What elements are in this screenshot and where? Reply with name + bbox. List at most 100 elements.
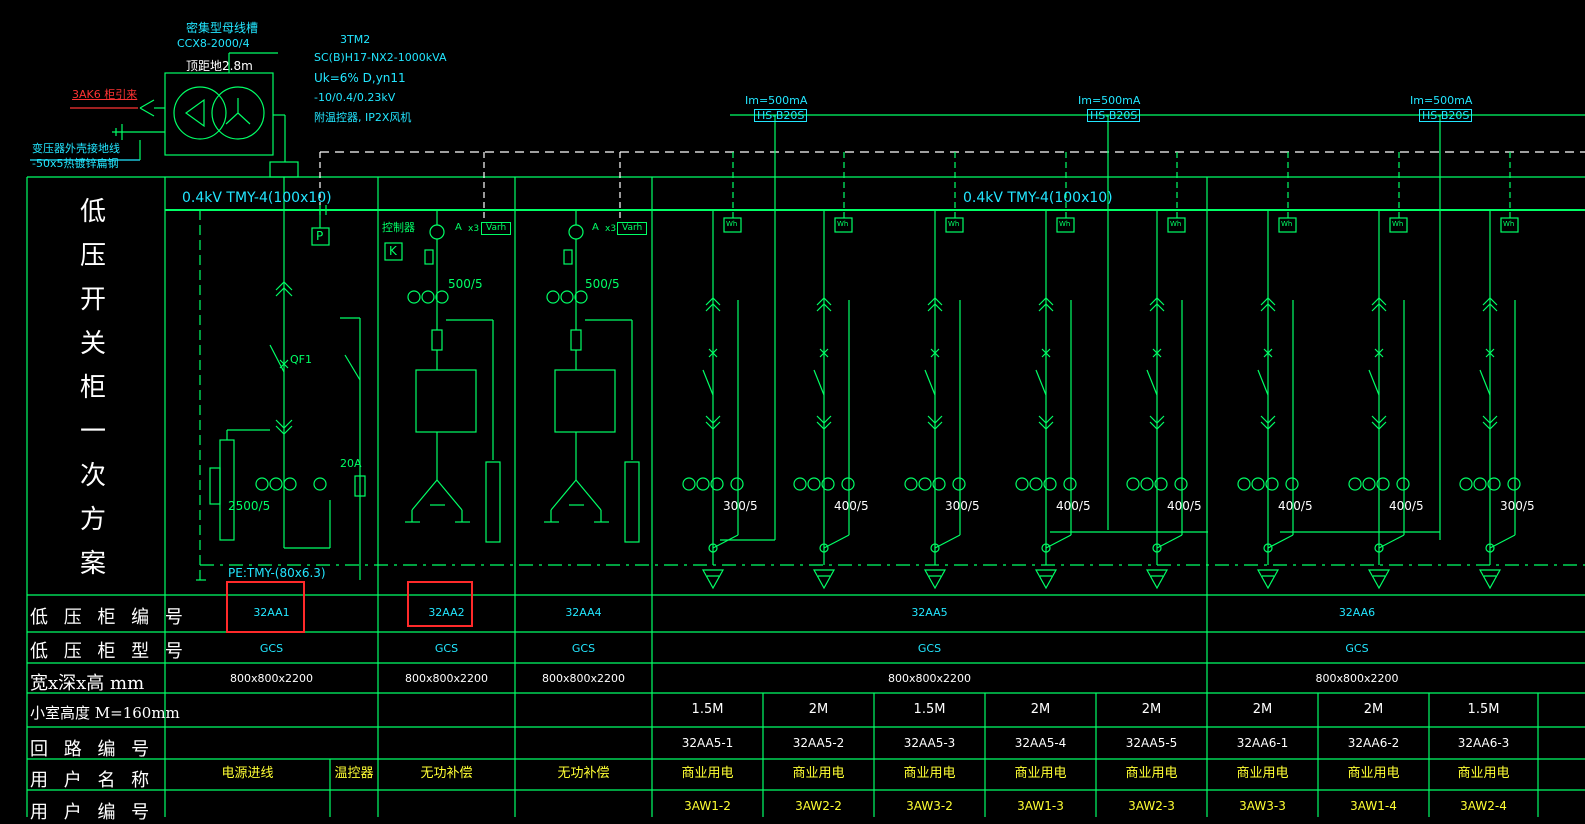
cabinet-id-cell[interactable]: 32AA2 [428,606,465,619]
room-height-cell[interactable]: 1.5M [913,702,946,717]
wh-meter-label: Wh [726,220,738,228]
user-code-cell[interactable]: 3AW2-4 [1460,799,1507,813]
circuit-id-cell[interactable]: 32AA5-5 [1125,736,1178,750]
wh-meter-label: Wh [837,220,849,228]
distance-label: 顶距地2.8m [186,59,253,73]
cabinet-id-cell[interactable]: 32AA4 [565,606,602,619]
title-char: 压 [79,241,106,271]
cabinet-type-cell[interactable]: GCS [434,642,459,655]
rcd-im-2: Im=500mA [1078,94,1141,107]
busbar-right-label: 0.4kV TMY-4(100x10) [963,190,1113,206]
wh-meter-label: Wh [1503,220,1515,228]
fuse-label: 20A [340,457,362,470]
circuit-id-cell[interactable]: 32AA5-1 [681,736,734,750]
feeder-circuit [1126,152,1188,590]
title-char: 柜 [79,373,106,403]
user-name-cell[interactable]: 无功补偿 [557,766,610,781]
varh-meter-2: Varh [617,222,648,235]
user-name-cell[interactable]: 商业用电 [1014,766,1067,781]
user-code-cell[interactable]: 3AW3-3 [1239,799,1286,813]
user-code-cell[interactable]: 3AW3-2 [906,799,953,813]
title-char: 案 [79,549,106,579]
room-height-cell[interactable]: 2M [1030,702,1051,717]
cabinet-id-cell[interactable]: 32AA6 [1338,606,1376,619]
room-height-cell[interactable]: 1.5M [691,702,724,717]
row-label-cabinet-id: 低 压 柜 编 号 [30,607,188,628]
circuit-id-cell[interactable]: 32AA5-2 [792,736,845,750]
circuit-id-cell[interactable]: 32AA5-4 [1014,736,1067,750]
cabinet-type-cell[interactable]: GCS [571,642,596,655]
user-name-cell[interactable]: 商业用电 [1125,766,1178,781]
user-name-cell[interactable]: 无功补偿 [420,766,473,781]
cabinet-id-cell[interactable]: 32AA5 [911,606,948,619]
dimension-cell[interactable]: 800x800x2200 [887,672,971,685]
circuit-id-cell[interactable]: 32AA6-3 [1457,736,1510,750]
rcd-im-3: Im=500mA [1410,94,1473,107]
row-label-cabinet-type: 低 压 柜 型 号 [30,641,188,662]
dimension-cell[interactable]: 800x800x2200 [541,672,625,685]
room-height-cell[interactable]: 2M [1141,702,1162,717]
busway-model-label: CCX8-2000/4 [177,37,250,50]
cabinet-type-cell[interactable]: GCS [259,642,284,655]
user-name-cell[interactable]: 温控器 [334,766,374,781]
feeder-circuit [1459,152,1521,590]
row-label-user-code: 用 户 编 号 [30,802,155,823]
user-code-cell[interactable]: 3AW1-3 [1017,799,1064,813]
circuit-id-cell[interactable]: 32AA5-3 [903,736,956,750]
cabinet-id-cell[interactable]: 32AA1 [253,606,290,619]
feeder-ct-ratio: 300/5 [723,499,758,513]
title-char: 一 [79,417,106,447]
feeder-circuit [682,152,744,590]
room-height-cell[interactable]: 2M [1252,702,1273,717]
room-height-cell[interactable]: 1.5M [1467,702,1500,717]
circuit-id-cell[interactable]: 32AA6-2 [1347,736,1400,750]
highlight-box-32AA1 [226,581,305,633]
user-name-cell[interactable]: 商业用电 [903,766,956,781]
title-char: 开 [79,285,106,315]
dimension-cell[interactable]: 800x800x2200 [1315,672,1399,685]
transformer-model: SC(B)H17-NX2-1000kVA [314,51,447,64]
dimension-cell[interactable]: 800x800x2200 [404,672,488,685]
busway-name-label: 密集型母线槽 [186,21,259,35]
cabinet-type-cell[interactable]: GCS [917,642,942,655]
user-name-cell[interactable]: 商业用电 [1347,766,1400,781]
panel-title-vertical: 低 压 开 关 柜 一 次 方 案 [78,190,108,586]
ct-main-label: 2500/5 [228,499,271,513]
room-height-cell[interactable]: 2M [808,702,829,717]
user-name-cell[interactable]: 商业用电 [1236,766,1289,781]
rcd-model-1: HS-B20S [754,109,808,122]
user-name-cell[interactable]: 商业用电 [1457,766,1510,781]
wh-meter-label: Wh [1281,220,1293,228]
room-height-cell[interactable]: 2M [1363,702,1384,717]
rcd-model-2: HS-B20S [1087,109,1141,122]
user-name-cell[interactable]: 商业用电 [792,766,845,781]
cabinet-type-cell[interactable]: GCS [1345,642,1369,655]
varh-meter-1: Varh [481,222,512,235]
row-label-user-name: 用 户 名 称 [30,770,155,791]
busbar-left-label: 0.4kV TMY-4(100x10) [182,190,332,206]
ct-comp-2-label: 500/5 [585,277,620,291]
incoming-feed-label: 3AK6 柜引来 [72,88,138,101]
row-label-room-height: 小室高度 M=160mm [30,704,180,722]
rcd-model-3: HS-B20S [1419,109,1473,122]
feeder-circuit [904,152,966,590]
wh-meter-label: Wh [1392,220,1404,228]
title-char: 次 [79,461,106,491]
ct-comp-1-label: 500/5 [448,277,483,291]
qf1-label: QF1 [290,353,312,366]
feeder-ct-ratio: 300/5 [1500,499,1535,513]
user-code-cell[interactable]: 3AW1-2 [684,799,731,813]
ground-note-2: -50x5热镀锌扁钢 [32,157,119,170]
p-symbol: P [316,229,324,243]
x3-label-2: x3 [605,224,617,234]
circuit-id-cell[interactable]: 32AA6-1 [1236,736,1289,750]
user-code-cell[interactable]: 3AW1-4 [1350,799,1397,813]
feeder-circuit [793,152,855,590]
user-name-cell[interactable]: 电源进线 [221,766,274,781]
user-code-cell[interactable]: 3AW2-2 [795,799,842,813]
feeder-ct-ratio: 400/5 [1167,499,1202,513]
user-name-cell[interactable]: 商业用电 [681,766,734,781]
user-code-cell[interactable]: 3AW2-3 [1128,799,1175,813]
dimension-cell[interactable]: 800x800x2200 [229,672,313,685]
